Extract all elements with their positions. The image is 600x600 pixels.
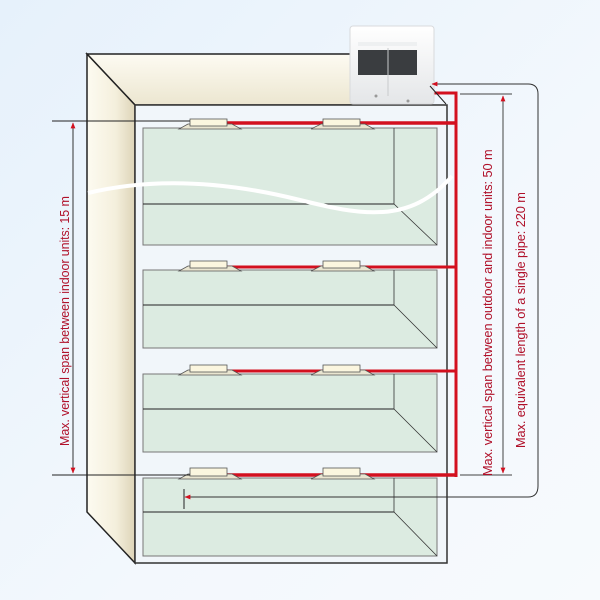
building-side-wall (86, 52, 136, 565)
indoor-unit (310, 364, 376, 376)
indoor-unit (310, 118, 376, 130)
pipe-length-label: Max. equivalent length of a single pipe:… (513, 192, 528, 448)
indoor-unit (177, 260, 243, 272)
building-roof (85, 53, 376, 106)
indoor-unit (177, 467, 243, 480)
indoor-unit (310, 467, 376, 480)
floor-3 (142, 373, 438, 453)
floor-2 (142, 269, 438, 349)
outdoor-unit (349, 25, 435, 105)
indoor-span-label: Max. vertical span between indoor units:… (58, 196, 72, 446)
indoor-unit (310, 260, 376, 272)
outdoor-indoor-span-label: Max. vertical span between outdoor and i… (480, 149, 495, 476)
indoor-unit (177, 118, 243, 130)
outdoor-indoor-span-dimension (460, 93, 512, 476)
indoor-span-dimension (52, 120, 190, 476)
pipe-length-path (183, 81, 539, 509)
floor-4 (142, 477, 438, 557)
break-line (87, 174, 454, 215)
indoor-unit (177, 364, 243, 376)
indoor-units (177, 118, 376, 480)
floor-1 (142, 127, 438, 246)
